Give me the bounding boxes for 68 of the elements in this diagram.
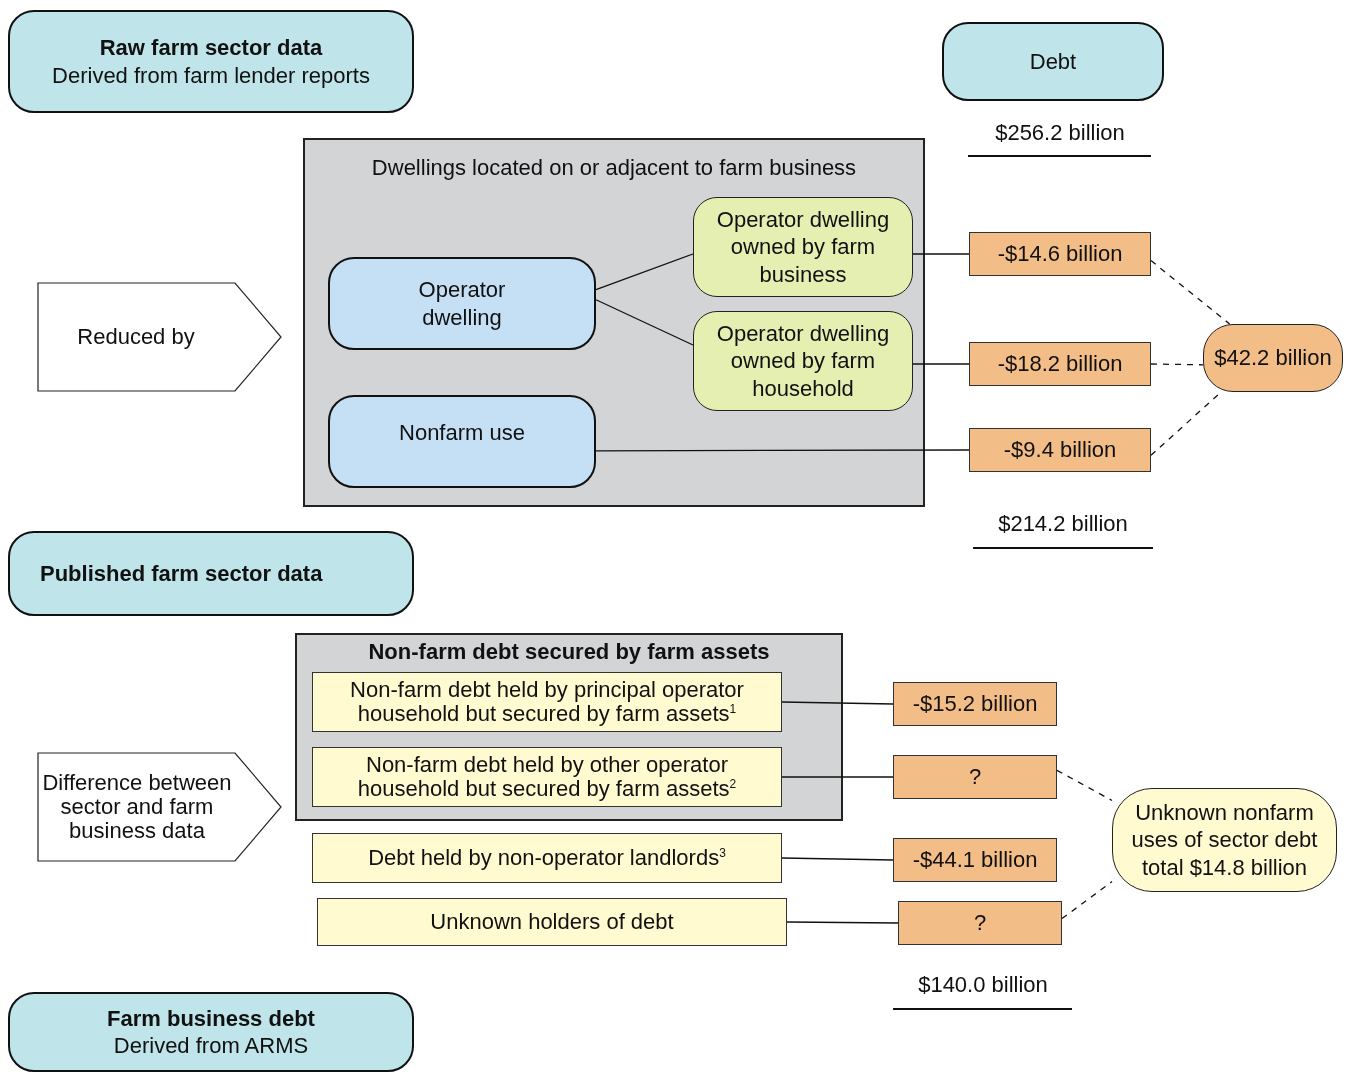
- category-box: [328, 395, 596, 488]
- arrow-shape: [37, 282, 282, 392]
- amount-box: [898, 901, 1062, 945]
- connector-line: [912, 253, 970, 255]
- debt-category-box: [312, 747, 782, 807]
- connector-line: [786, 921, 899, 924]
- data-source-box: [8, 10, 414, 113]
- total-amount: $256.2 billion: [994, 120, 1126, 146]
- data-source-box: [8, 531, 414, 616]
- connector-line: [781, 701, 894, 705]
- amount-box: [969, 232, 1151, 276]
- node-text: Debt held by non-operator landlords$^{3}$: [368, 846, 726, 870]
- category-box: [328, 257, 596, 350]
- data-source-box: [942, 22, 1164, 101]
- group-panel: [295, 633, 843, 821]
- dashed-connector: [1056, 769, 1113, 802]
- connector-line: [912, 363, 970, 365]
- node-text: ?: [968, 763, 982, 791]
- node-text: Operator dwelling owned by farm business: [715, 205, 891, 289]
- total-amount: $214.2 billion: [997, 511, 1129, 537]
- node-text: -$9.4 billion: [1003, 436, 1117, 464]
- node-text: Derived from ARMS: [113, 1032, 309, 1060]
- node-text: Unknown nonfarm uses of sector debt total $14.8 billion: [1130, 798, 1319, 882]
- node-heading: Farm business debt: [107, 1004, 315, 1032]
- group-panel: [303, 138, 925, 507]
- amount-box: [969, 342, 1151, 386]
- node-heading: Published farm sector data: [40, 559, 323, 588]
- debt-category-box: [312, 833, 782, 883]
- node-text: -$18.2 billion: [997, 350, 1123, 378]
- node-text: Reduced by: [76, 325, 196, 349]
- node-text: ?: [973, 909, 987, 937]
- node-text: Difference between sector and farm business data: [41, 771, 233, 843]
- node-text: Derived from farm lender reports: [52, 61, 370, 89]
- node-text: Dwellings located on or adjacent to farm business: [371, 154, 857, 182]
- note-box: [1112, 788, 1337, 892]
- category-box: [693, 197, 913, 297]
- node-text: Non-farm debt held by principal operator household but secured by farm assets$^{1}$: [349, 678, 745, 726]
- category-box: [693, 311, 913, 411]
- node-heading: Raw farm sector data: [99, 34, 323, 62]
- node-text: Non-farm debt held by other operator household but secured by farm assets$^{2}$: [356, 753, 738, 801]
- node-text: Nonfarm use: [399, 419, 525, 447]
- arrow-shape: [37, 752, 282, 862]
- dashed-connector: [1061, 880, 1113, 920]
- node-text: -$44.1 billion: [912, 846, 1038, 874]
- node-heading: Non-farm debt secured by farm assets: [368, 638, 770, 666]
- amount-box: [969, 428, 1151, 472]
- connector-line: [595, 299, 694, 346]
- node-text: Operator dwelling: [417, 276, 507, 331]
- connector-line: [595, 253, 694, 291]
- debt-category-box: [312, 672, 782, 732]
- dashed-connector: [1150, 363, 1204, 366]
- amount-box: [893, 755, 1057, 799]
- amount-box: [893, 838, 1057, 882]
- node-text: $42.2 billion: [1214, 344, 1332, 372]
- node-text: -$15.2 billion: [912, 690, 1038, 718]
- node-text: Debt: [1029, 47, 1077, 76]
- data-source-box: [8, 992, 414, 1072]
- total-box: [1203, 324, 1343, 392]
- node-text: Unknown holders of debt: [430, 910, 674, 934]
- connector-line: [781, 857, 894, 861]
- connector-line: [595, 449, 970, 452]
- total-amount: $140.0 billion: [917, 972, 1049, 998]
- connector-line: [781, 776, 894, 778]
- dashed-connector: [1150, 259, 1231, 325]
- node-text: -$14.6 billion: [997, 240, 1123, 268]
- amount-box: [893, 682, 1057, 726]
- node-text: Operator dwelling owned by farm household: [715, 319, 891, 403]
- debt-category-box: [317, 898, 787, 946]
